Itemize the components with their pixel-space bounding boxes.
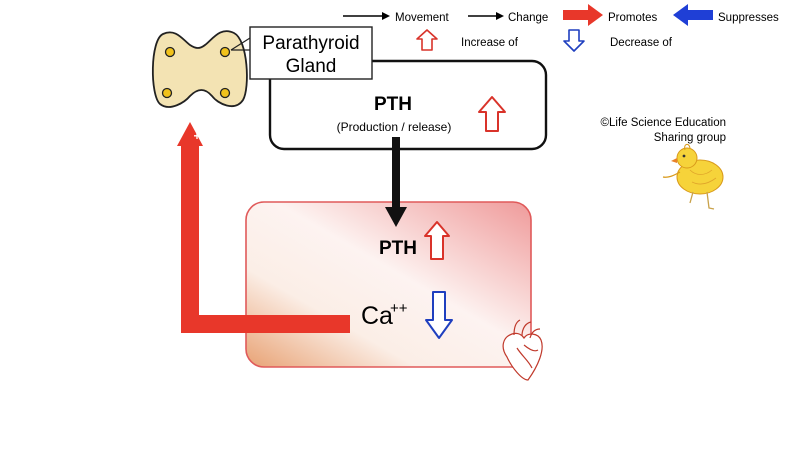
legend-decrease-label: Decrease of (610, 37, 673, 49)
blood-pth-label: PTH (379, 238, 417, 259)
legend-increase-label: Increase of (461, 37, 519, 49)
legend-promotes-label: Promotes (608, 12, 657, 24)
promote-feedback-arrow: + (177, 122, 350, 333)
blood-pth-increase-icon (424, 221, 450, 260)
blood-ca-label: Ca (361, 302, 393, 330)
increase-arrow-icon (416, 29, 438, 51)
legend-movement-label: Movement (395, 12, 449, 24)
chick-illustration (662, 143, 724, 210)
feedback-plus-sign: + (193, 129, 200, 143)
pth-production-box: PTH (Production / release) (268, 59, 548, 151)
pth-box-title: PTH (374, 94, 412, 115)
credit-line1: ©Life Science Education (601, 117, 726, 129)
blood-box (245, 201, 532, 368)
parathyroid-gland-label: Parathyroid Gland (230, 26, 373, 80)
movement-arrow-icon (343, 12, 390, 20)
thyroid-gland-icon (151, 30, 248, 108)
pth-box-increase-icon (478, 96, 506, 132)
legend-change-label: Change (508, 12, 548, 24)
promotes-arrow-icon (563, 4, 603, 26)
gland-label-line2: Gland (286, 56, 337, 77)
gland-label-line1: Parathyroid (262, 33, 359, 54)
blood-ca-superscript: ++ (390, 300, 408, 317)
credit-line2: Sharing group (654, 132, 726, 144)
legend-suppresses-label: Suppresses (718, 12, 779, 24)
pth-release-arrow (385, 137, 407, 227)
blood-ca-decrease-icon (425, 291, 453, 339)
suppresses-arrow-icon (673, 4, 713, 26)
heart-icon (502, 319, 543, 381)
legend: Movement Change Promotes Suppresses Incr… (343, 4, 779, 52)
pth-box-subtitle: (Production / release) (337, 120, 452, 134)
decrease-arrow-icon (563, 29, 585, 52)
change-arrow-icon (468, 12, 504, 20)
